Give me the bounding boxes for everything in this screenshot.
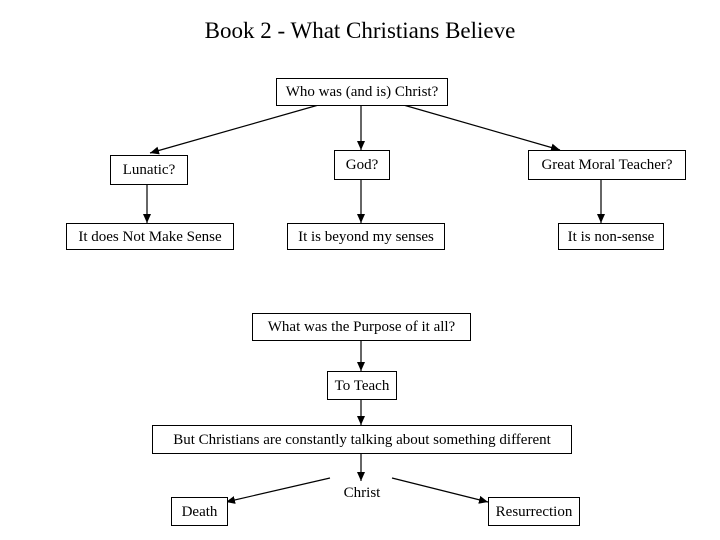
node-resurrection: Resurrection: [488, 497, 580, 526]
diagram-title: Book 2 - What Christians Believe: [204, 18, 516, 43]
node-does-not-make-sense: It does Not Make Sense: [66, 223, 234, 250]
node-christ: Christ: [343, 485, 381, 501]
node-lunatic: Lunatic?: [110, 155, 188, 185]
arrow-question-to-lunatic: [149, 103, 323, 155]
node-something-different: But Christians are constantly talking ab…: [152, 425, 572, 454]
node-purpose: What was the Purpose of it all?: [252, 313, 471, 341]
arrow-question-to-teacher: [399, 103, 561, 152]
arrow-christ-to-death: [225, 477, 331, 504]
node-great-moral-teacher: Great Moral Teacher?: [528, 150, 686, 180]
node-beyond-my-senses: It is beyond my senses: [287, 223, 445, 250]
node-death: Death: [171, 497, 228, 526]
node-god: God?: [334, 150, 390, 180]
node-non-sense: It is non-sense: [558, 223, 664, 250]
node-to-teach: To Teach: [327, 371, 397, 400]
node-who-was-christ: Who was (and is) Christ?: [276, 78, 448, 106]
arrow-christ-to-resurrection: [391, 477, 489, 504]
